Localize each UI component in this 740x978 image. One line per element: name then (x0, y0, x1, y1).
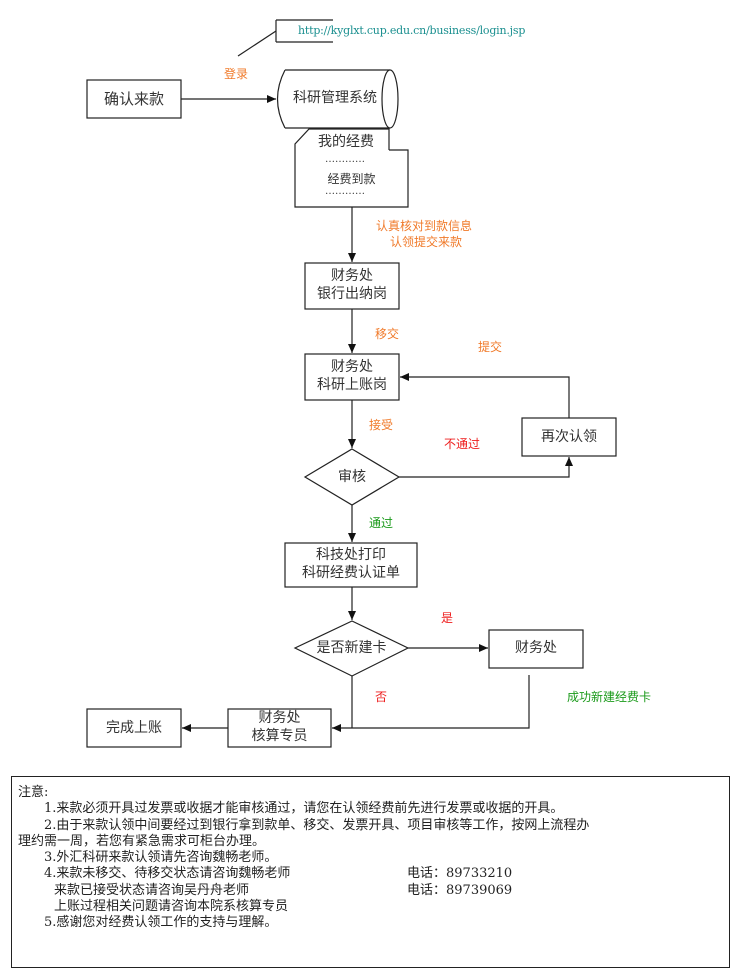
label-transfer: 移交 (375, 327, 400, 341)
tab-my-funds (294, 128, 390, 155)
note-item-4-line3: 上账过程相关问题请咨询本院系核算专员 (54, 899, 289, 915)
node-finance-accountant-line1: 财务处 (258, 710, 301, 726)
label-card-created: 成功新建经费卡 (567, 690, 652, 704)
node-finance-office-label: 财务处 (515, 640, 557, 656)
node-print-certificate-line1: 科技处打印 (316, 547, 386, 563)
note-item-4-line2: 来款已接受状态请咨询吴丹舟老师 电话：89739069 (18, 883, 723, 899)
edge-card-created (332, 675, 530, 732)
note-item-2-line2: 理约需一周，若您有紧急需求可柜台办理。 (18, 833, 266, 849)
note-item-5: 5.感谢您对经费认领工作的支持与理解。 (44, 915, 278, 931)
label-accept: 接受 (369, 418, 394, 432)
node-finance-posting-line1: 财务处 (331, 359, 373, 375)
tab-my-funds-label: 我的经费 (318, 134, 374, 150)
node-review-label: 审核 (338, 469, 366, 485)
url-callout-leader (237, 30, 277, 57)
system-url[interactable]: http://kyglxt.cup.edu.cn/business/login.… (298, 24, 526, 37)
dots-bottom: ………… (325, 186, 365, 197)
node-finance-office (488, 629, 584, 669)
node-finance-accountant-line2: 核算专员 (251, 728, 308, 744)
note-item-4-tel2: 电话：89739069 (407, 882, 513, 898)
flowchart (86, 19, 617, 748)
label-no: 否 (375, 690, 388, 704)
note-item-4-tel1: 电话：89733210 (407, 866, 513, 882)
label-yes: 是 (441, 611, 454, 625)
node-print-certificate-line2: 科研经费认证单 (302, 565, 400, 581)
node-confirm-payment (86, 79, 182, 119)
node-reclaim (521, 417, 617, 457)
note-item-2-line1: 2.由于来款认领中间要经过到银行拿到款单、移交、发票开具、项目审核等工作，按网上… (44, 817, 590, 833)
node-confirm-payment-label: 确认来款 (103, 90, 164, 108)
note-item-4-contact2: 来款已接受状态请咨询吴丹舟老师 (54, 882, 250, 898)
node-reclaim-label: 再次认领 (541, 429, 597, 445)
dots-top: ………… (325, 154, 365, 165)
node-finance-cashier-line2: 银行出纳岗 (317, 286, 387, 302)
label-submit: 提交 (478, 340, 503, 354)
node-research-system (276, 69, 390, 129)
node-finance-cashier-line1: 财务处 (331, 268, 373, 284)
node-complete-posting (86, 708, 182, 748)
label-pass: 通过 (369, 516, 394, 530)
node-complete-posting-label: 完成上账 (106, 720, 162, 736)
node-print-certificate (284, 542, 418, 588)
note-item-1: 1.来款必须开具过发票或收据才能审核通过，请您在认领经费前先进行发票或收据的开具… (44, 801, 564, 817)
cylinder-end (381, 69, 399, 129)
label-verify-line1: 认真核对到款信息 (376, 219, 473, 233)
label-verify-line2: 认领提交来款 (390, 235, 463, 249)
note-item-4-contact1: 4.来款未移交、待移交状态请咨询魏畅老师 (44, 866, 291, 882)
node-research-system-label: 科研管理系统 (293, 90, 377, 106)
panel-funds-arrival (294, 149, 409, 208)
label-fail: 不通过 (444, 437, 481, 451)
edge-fail (399, 457, 573, 478)
notes-panel: 注意: 1.来款必须开具过发票或收据才能审核通过，请您在认领经费前先进行发票或收… (11, 776, 730, 968)
node-finance-research-posting (304, 353, 400, 401)
label-login: 登录 (224, 67, 249, 81)
node-finance-posting-line2: 科研上账岗 (317, 377, 387, 393)
note-item-4-line1: 4.来款未移交、待移交状态请咨询魏畅老师 电话：89733210 (18, 866, 723, 882)
node-finance-cashier (304, 262, 400, 310)
note-item-3: 3.外汇科研来款认领请先咨询魏畅老师。 (44, 850, 278, 866)
node-new-card-decision-label: 是否新建卡 (316, 640, 387, 656)
notes-title: 注意: (18, 785, 49, 800)
edge-submit (400, 373, 570, 418)
panel-funds-arrival-label: 经费到款 (327, 172, 376, 186)
